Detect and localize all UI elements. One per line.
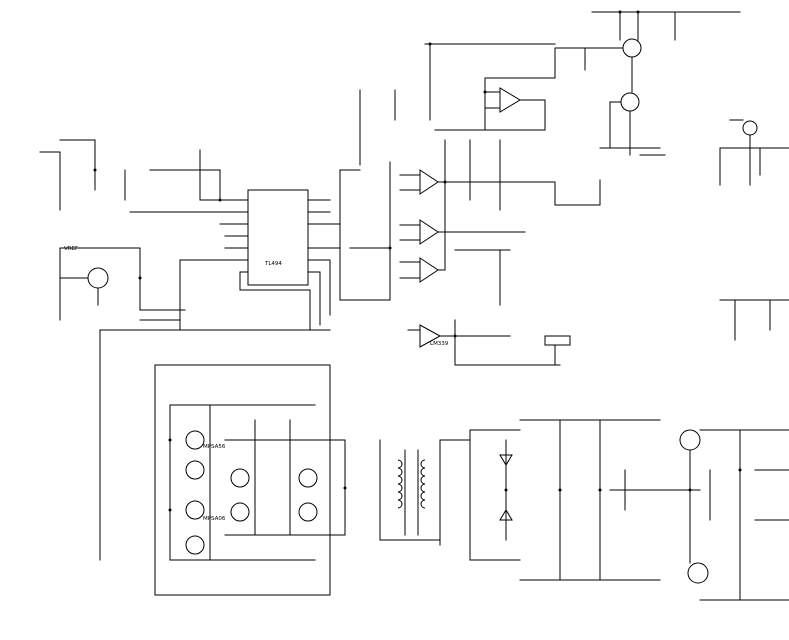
tl494-controller: TL494 bbox=[99, 149, 391, 561]
transistor-icon bbox=[298, 468, 318, 488]
upper-opamp bbox=[359, 43, 556, 166]
opamp-triangle-icon bbox=[419, 324, 442, 348]
mpsa56-label: MPSA56 bbox=[203, 444, 226, 450]
transistor-icon bbox=[620, 92, 640, 112]
lm339-section: LM339 bbox=[407, 319, 571, 366]
transistor-icon bbox=[185, 500, 205, 520]
transistor-icon bbox=[185, 430, 205, 450]
h-bridge-driver: MPSA56 MPSA06 bbox=[154, 364, 346, 596]
transistor-icon bbox=[298, 502, 318, 522]
transistor-icon bbox=[230, 502, 250, 522]
sensor-icon bbox=[742, 120, 758, 136]
opamp-triangle-icon bbox=[419, 257, 439, 283]
mpsa06-label: MPSA06 bbox=[203, 516, 226, 522]
comparator-bank bbox=[389, 139, 601, 306]
left-input-network: VREF bbox=[39, 139, 186, 321]
vref-label: VREF bbox=[64, 246, 78, 252]
transistor-icon bbox=[185, 460, 205, 480]
transistor-icon bbox=[679, 429, 701, 451]
opamp-triangle-icon bbox=[419, 219, 439, 245]
rectifier-output bbox=[469, 419, 701, 581]
transistor-icon bbox=[230, 468, 250, 488]
junction-box bbox=[544, 335, 571, 346]
transistor-icon bbox=[622, 38, 642, 58]
bottom-right-output bbox=[679, 429, 789, 601]
tl494-label: TL494 bbox=[264, 261, 282, 267]
transistor-icon bbox=[87, 267, 109, 289]
tl494-chip bbox=[247, 189, 309, 286]
transistor-icon bbox=[687, 562, 709, 584]
opamp-triangle-icon bbox=[499, 87, 521, 113]
top-output-stage bbox=[554, 11, 741, 156]
right-edge-sensor bbox=[719, 119, 789, 341]
junction-dots bbox=[93, 10, 742, 512]
transformer bbox=[379, 439, 471, 546]
lm339-label: LM339 bbox=[430, 341, 449, 347]
transformer-icon bbox=[397, 459, 426, 509]
opamp-triangle-icon bbox=[419, 169, 439, 195]
transistor-icon bbox=[185, 535, 205, 555]
